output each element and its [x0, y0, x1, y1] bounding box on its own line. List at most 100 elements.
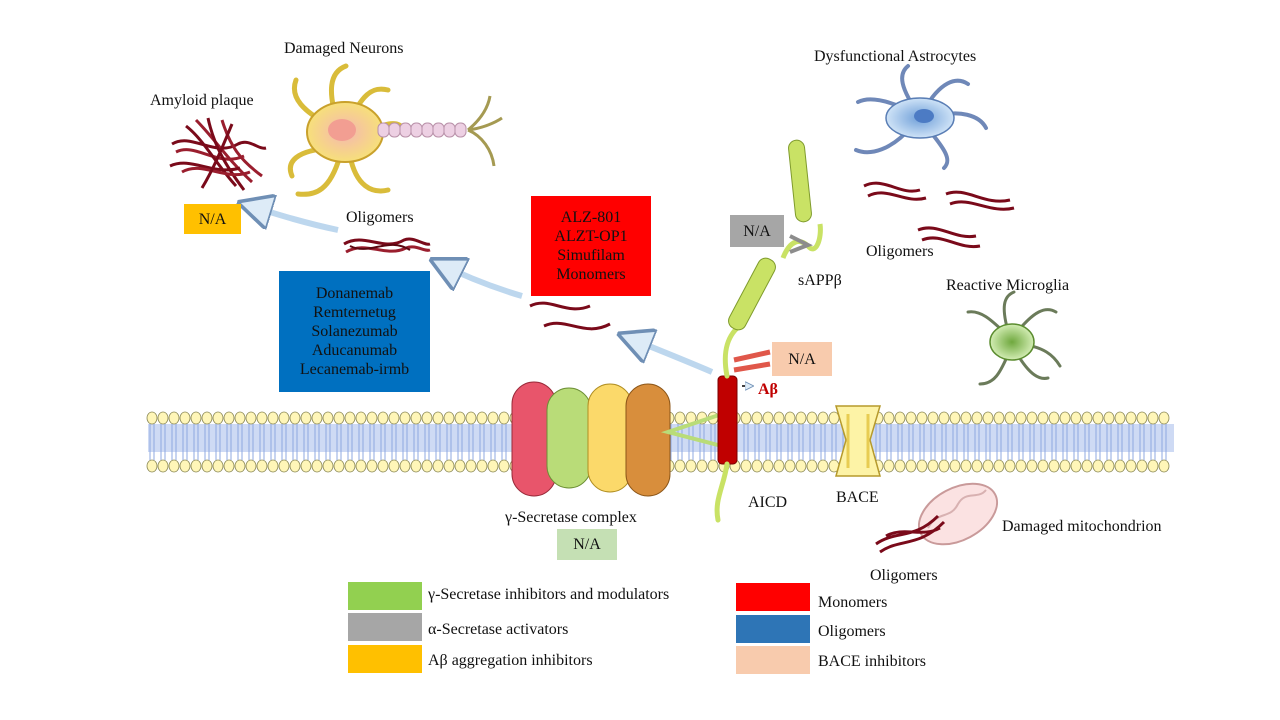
lipid-head	[421, 411, 433, 425]
lipid-head	[1081, 411, 1093, 425]
lipid-head	[1081, 459, 1093, 473]
lipid-head	[487, 459, 499, 473]
lipid-tail	[919, 424, 925, 460]
lipid-tail	[237, 424, 243, 460]
lipid-head	[399, 411, 411, 425]
lipid-tail	[347, 424, 353, 460]
lipid-tail	[281, 424, 287, 460]
lipid-tail	[963, 424, 969, 460]
lipid-head	[938, 411, 950, 425]
lipid-head	[883, 411, 895, 425]
lipid-tail	[292, 424, 298, 460]
lipid-head	[1114, 411, 1126, 425]
lipid-head	[278, 459, 290, 473]
lipid-head	[443, 411, 455, 425]
lipid-tail	[215, 424, 221, 460]
lipid-head	[762, 411, 774, 425]
lipid-tail	[688, 424, 694, 460]
lipid-head	[1037, 459, 1049, 473]
lipid-head	[399, 459, 411, 473]
axon-segment	[377, 122, 390, 138]
lipid-tail	[908, 424, 914, 460]
lipid-tail	[1062, 424, 1068, 460]
oligomers-drug-3: Aducanumab	[311, 342, 398, 359]
lipid-head	[1125, 459, 1137, 473]
axon-segment	[443, 122, 456, 138]
lipid-head	[740, 459, 752, 473]
label-damaged-neurons: Damaged Neurons	[284, 40, 404, 57]
lipid-tail	[1161, 424, 1167, 460]
lipid-head	[267, 459, 279, 473]
lipid-head	[157, 459, 169, 473]
lipid-tail	[501, 424, 507, 460]
monomers-drug-2: Simufilam	[557, 247, 625, 264]
legend-label-4: Oligomers	[818, 623, 886, 640]
lipid-tail	[479, 424, 485, 460]
lipid-tail	[1117, 424, 1123, 460]
lipid-tail	[369, 424, 375, 460]
arrow-to-monomers	[624, 336, 714, 375]
lipid-tail	[314, 424, 320, 460]
lipid-head	[267, 411, 279, 425]
lipid-head	[421, 459, 433, 473]
axon-segment	[454, 122, 467, 138]
lipid-head	[168, 459, 180, 473]
lipid-head	[476, 411, 488, 425]
lipid-head	[212, 411, 224, 425]
lipid-head	[674, 411, 686, 425]
lipid-head	[1158, 459, 1170, 473]
lipid-tail	[468, 424, 474, 460]
lipid-head	[168, 411, 180, 425]
label-aicd: AICD	[748, 494, 788, 511]
axon-segment	[388, 122, 401, 138]
axon-segment	[399, 122, 412, 138]
oligomers-top-image	[343, 237, 431, 254]
oligomers-astro-image	[863, 181, 1015, 249]
lipid-head	[806, 411, 818, 425]
lipid-tail	[776, 424, 782, 460]
lipid-head	[289, 411, 301, 425]
lipid-head	[894, 459, 906, 473]
lipid-head	[256, 411, 268, 425]
label-oligomers-top: Oligomers	[346, 209, 414, 226]
lipid-head	[179, 411, 191, 425]
mitochondrion-image	[917, 482, 999, 546]
lipid-head	[916, 411, 928, 425]
label-sappb: sAPPβ	[798, 272, 842, 289]
lipid-tail	[820, 424, 826, 460]
lipid-head	[344, 411, 356, 425]
lipid-head	[784, 459, 796, 473]
lipid-tail	[1073, 424, 1079, 460]
lipid-tail	[743, 424, 749, 460]
plaque-fibril	[220, 119, 263, 178]
legend-label-0: γ-Secretase inhibitors and modulators	[428, 586, 670, 603]
lipid-head	[1004, 411, 1016, 425]
lipid-head	[1015, 411, 1027, 425]
axon-segment	[410, 122, 423, 138]
lipid-head	[1092, 459, 1104, 473]
lipid-head	[927, 411, 939, 425]
label-oligomers-astro: Oligomers	[866, 243, 934, 260]
lipid-tail	[490, 424, 496, 460]
lipid-head	[806, 459, 818, 473]
lipid-head	[311, 411, 323, 425]
na-box-bace: N/A	[772, 342, 832, 376]
lipid-head	[883, 459, 895, 473]
lipid-tail	[798, 424, 804, 460]
lipid-tail	[1084, 424, 1090, 460]
lipid-head	[465, 411, 477, 425]
legend-swatch-2	[348, 645, 422, 673]
lipid-tail	[457, 424, 463, 460]
lipid-head	[971, 411, 983, 425]
label-reactive-microglia: Reactive Microglia	[946, 277, 1070, 294]
lipid-head	[905, 411, 917, 425]
lipid-head	[487, 411, 499, 425]
lipid-head	[982, 411, 994, 425]
lipid-head	[1147, 411, 1159, 425]
lipid-head	[410, 411, 422, 425]
lipid-head	[190, 459, 202, 473]
legend-swatch-5	[736, 646, 810, 674]
lipid-tail	[380, 424, 386, 460]
lipid-head	[377, 459, 389, 473]
